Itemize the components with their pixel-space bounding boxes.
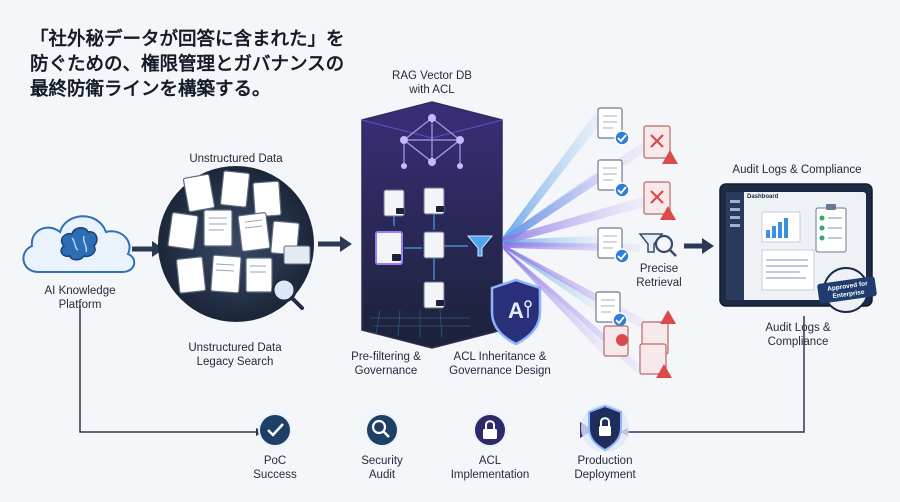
- approved-documents: [595, 107, 630, 328]
- acl-shield-icon: A: [490, 278, 542, 346]
- platform-label: AI Knowledge Platform: [44, 285, 116, 311]
- precise-retrieval-label: Precise Retrieval: [636, 263, 682, 289]
- audit-logs-title: Audit Logs & Compliance: [732, 164, 862, 176]
- vector-db-tower: A: [361, 101, 542, 349]
- close-icon: [650, 134, 664, 204]
- timeline-label-production: Production Deployment: [574, 455, 636, 481]
- milestone-production: [581, 404, 629, 452]
- headline: 「社外秘データが回答に含まれた」を 防ぐための、権限管理とガバナンスの 最終防衛…: [30, 26, 360, 101]
- headline-line-3: 最終防衛ラインを構築する。: [30, 78, 271, 99]
- brain-icon: [60, 227, 98, 261]
- unstructured-data-label: Unstructured Data: [189, 153, 283, 165]
- lock-icon: [483, 429, 497, 439]
- timeline-label-poc: PoC Success: [253, 455, 297, 481]
- headline-line-1: 「社外秘データが回答に含まれた」を: [30, 28, 345, 49]
- audit-dashboard: [719, 183, 877, 313]
- timeline-label-security: Security Audit: [361, 455, 403, 481]
- shield-lock-icon: [599, 426, 611, 436]
- cloud-icon: [22, 215, 136, 273]
- headline-line-2: 防ぐための、権限管理とガバナンスの: [30, 53, 345, 74]
- network-graph-icon: [403, 117, 461, 166]
- funnel-icon: [466, 235, 494, 257]
- milestone-acl: [473, 413, 507, 447]
- check-icon: [615, 134, 627, 325]
- approved-badge: [817, 267, 877, 313]
- legacy-search-label: Unstructured Data Legacy Search: [188, 342, 282, 368]
- warning-icon: [656, 150, 678, 378]
- check-icon: [267, 423, 284, 437]
- dashboard-title: Dashboard: [747, 194, 779, 200]
- audit-logs-label: Audit Logs & Compliance: [765, 322, 831, 348]
- timeline: [79, 305, 805, 452]
- milestone-security-audit: [365, 413, 399, 447]
- vector-db-label: RAG Vector DB with ACL: [392, 70, 472, 96]
- search-icon: [371, 419, 387, 435]
- magnifier-icon: [271, 277, 304, 310]
- precise-retrieval-icon: [638, 233, 677, 257]
- acl-design-label: ACL Inheritance & Governance Design: [449, 351, 551, 377]
- timeline-label-acl: ACL Implementation: [450, 455, 530, 481]
- denied-documents: [603, 125, 678, 378]
- shield-letter: A: [508, 298, 524, 323]
- unstructured-data-pile: [158, 166, 314, 322]
- milestone-poc: [258, 413, 292, 447]
- prefiltering-label: Pre-filtering & Governance: [351, 351, 421, 377]
